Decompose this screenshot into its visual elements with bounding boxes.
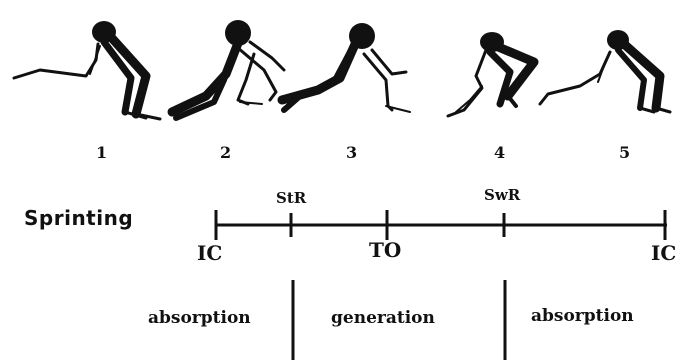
runner-figure-1 — [12, 21, 162, 121]
event-label-ic-start: IC — [197, 241, 223, 265]
runner-figure-2 — [167, 20, 286, 121]
runner-figure-5 — [538, 30, 672, 114]
frame-number-2: 2 — [220, 143, 232, 162]
frame-number-1: 1 — [96, 143, 108, 162]
runner-figure-3 — [277, 23, 411, 113]
event-label-swing-reversal: SwR — [484, 186, 521, 204]
row-label-sprinting: Sprinting — [24, 206, 134, 230]
event-label-ic-end: IC — [651, 241, 677, 265]
frame-number-3: 3 — [346, 143, 358, 162]
runner-figure-4 — [446, 32, 539, 118]
phase-label-generation: generation — [331, 308, 435, 328]
frame-number-4: 4 — [494, 143, 506, 162]
event-label-toe-off: TO — [369, 238, 402, 262]
phase-label-absorption-2: absorption — [531, 306, 634, 326]
phase-label-absorption-1: absorption — [148, 308, 251, 328]
event-label-stance-reversal: StR — [276, 189, 307, 207]
frame-number-5: 5 — [619, 143, 631, 162]
